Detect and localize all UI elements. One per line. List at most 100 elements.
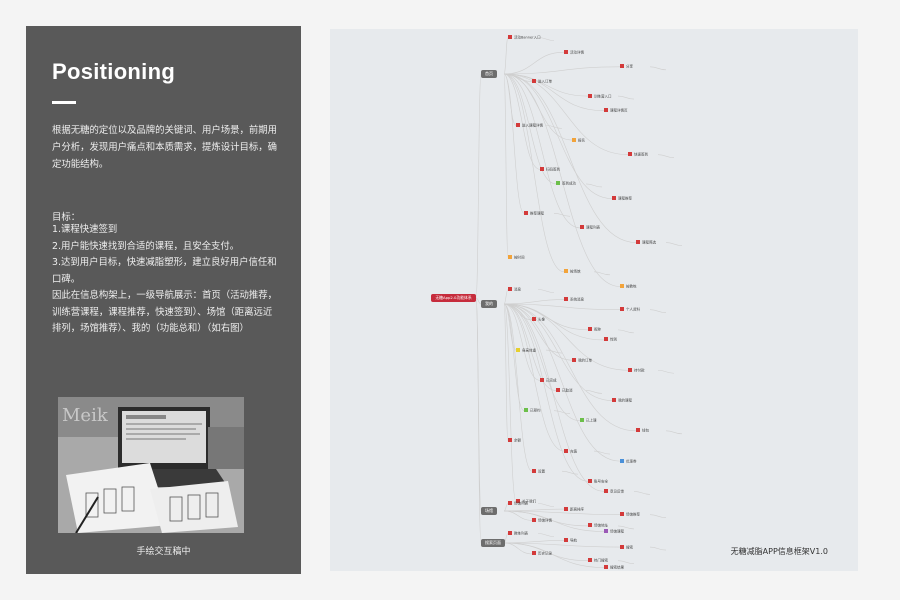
hub-mine: 我的 xyxy=(481,300,497,308)
mindmap-node: 快速签到 xyxy=(628,152,648,158)
node-label: 待付款 xyxy=(634,368,645,372)
mindmap-node: 按教练 xyxy=(620,284,637,290)
node-color-marker xyxy=(612,398,616,402)
mindmap-node: 账号安全 xyxy=(588,479,608,485)
page-title: Positioning xyxy=(52,59,175,85)
node-label: 身高体重 xyxy=(522,348,536,352)
positioning-panel: Positioning 根据无糖的定位以及品牌的关键词、用户场景，前期用户分析，… xyxy=(26,26,301,574)
mindmap-node: 扫码签到 xyxy=(540,167,560,173)
hub-venue: 场馆 xyxy=(481,507,497,515)
mindmap-node: 已完成 xyxy=(540,378,557,384)
node-color-marker xyxy=(604,337,608,341)
mindmap-node: 报名 xyxy=(572,138,585,144)
node-label: 已取消 xyxy=(562,388,573,392)
node-color-marker xyxy=(580,418,584,422)
node-color-marker xyxy=(580,225,584,229)
goal-item: 因此在信息构架上，一级导航展示：首页（活动推荐，训练营课程，课程推荐，快速签到）… xyxy=(52,288,277,338)
mindmap-caption: 无糖减脂APP信息框架V1.0 xyxy=(731,546,828,557)
mindmap-node: 课程筛选 xyxy=(636,240,656,246)
node-label: 按场馆 xyxy=(570,270,581,274)
mindmap-node: 充值 xyxy=(564,449,577,455)
node-color-marker xyxy=(564,449,568,453)
mindmap-node: 优惠券 xyxy=(620,459,637,465)
node-label: 已完成 xyxy=(546,378,557,382)
node-label: 搜索结果 xyxy=(610,566,624,570)
node-color-marker xyxy=(604,489,608,493)
mindmap-root: 无糖App2.0功能体系 xyxy=(431,294,476,302)
node-color-marker xyxy=(620,512,624,516)
mindmap-node: 余额 xyxy=(508,438,521,444)
mindmap-panel: 无糖App2.0功能体系 首页 我的 场馆 搜索页面 活动Banner入口活动详… xyxy=(330,29,858,571)
mindmap-node: 训练营入口 xyxy=(588,94,612,100)
node-label: 场馆列表 xyxy=(514,502,528,506)
node-color-marker xyxy=(604,529,608,533)
node-label: 按教练 xyxy=(626,285,637,289)
node-color-marker xyxy=(532,79,536,83)
node-color-marker xyxy=(620,459,624,463)
mindmap-node: 历史记录 xyxy=(532,551,552,557)
node-label: 头像 xyxy=(538,318,545,322)
photo-caption: 手绘交互稿中 xyxy=(26,544,301,557)
node-label: 场馆推荐 xyxy=(626,513,640,517)
mindmap-node: 消息 xyxy=(508,287,521,293)
node-label: 进入课程详情 xyxy=(522,123,543,127)
node-label: 已上课 xyxy=(586,419,597,423)
node-color-marker xyxy=(556,181,560,185)
mindmap-node: 我的订单 xyxy=(572,358,592,364)
node-label: 活动详情 xyxy=(570,50,584,54)
node-color-marker xyxy=(572,138,576,142)
node-color-marker xyxy=(620,545,624,549)
node-color-marker xyxy=(508,531,512,535)
mindmap-node: 昵称 xyxy=(588,327,601,333)
node-color-marker xyxy=(636,240,640,244)
mindmap-node: 场馆课程 xyxy=(604,529,624,535)
mindmap-node: 签到成功 xyxy=(556,181,576,187)
mindmap-node: 搜索 xyxy=(620,545,633,551)
mindmap-node: 教练列表 xyxy=(508,531,528,537)
mindmap-connectors xyxy=(330,29,858,571)
mindmap-node: 课程详情页 xyxy=(604,108,628,114)
node-label: 课程推荐 xyxy=(618,197,632,201)
mindmap-node: 已取消 xyxy=(556,388,573,394)
goal-item: 3.达到用户目标，快速减脂塑形，建立良好用户信任和口碑。 xyxy=(52,255,277,288)
mindmap-node: 热门搜索 xyxy=(588,558,608,564)
node-color-marker xyxy=(620,64,624,68)
mindmap-node: 推荐课程 xyxy=(524,211,544,217)
node-label: 课程详情页 xyxy=(610,109,628,113)
node-label: 充值 xyxy=(570,449,577,453)
node-label: 签到成功 xyxy=(562,182,576,186)
node-color-marker xyxy=(612,196,616,200)
node-label: 扫码签到 xyxy=(546,167,560,171)
mindmap-node: 按场馆 xyxy=(564,269,581,275)
mindmap-node: 分享 xyxy=(620,64,633,70)
mindmap-node: 头像 xyxy=(532,317,545,323)
node-label: 已预约 xyxy=(530,409,541,413)
node-label: 搜索 xyxy=(626,545,633,549)
mindmap-node: 导航 xyxy=(564,538,577,544)
node-label: 个人资料 xyxy=(626,308,640,312)
node-label: 教练列表 xyxy=(514,532,528,536)
goals-heading: 目标： xyxy=(52,209,80,223)
goals-list: 1.课程快速签到 2.用户能快速找到合适的课程，且安全支付。 3.达到用户目标，… xyxy=(52,222,277,338)
node-color-marker xyxy=(508,501,512,505)
mindmap-node: 场馆详情 xyxy=(532,518,552,524)
sketch-photo: Meik xyxy=(58,397,244,533)
node-color-marker xyxy=(564,269,568,273)
node-label: 课程列表 xyxy=(586,226,600,230)
node-label: 进入订单 xyxy=(538,79,552,83)
node-color-marker xyxy=(516,123,520,127)
node-color-marker xyxy=(564,538,568,542)
mindmap-node: 场馆推荐 xyxy=(620,512,640,518)
node-color-marker xyxy=(588,94,592,98)
node-label: 性别 xyxy=(610,338,617,342)
mindmap-node: 身高体重 xyxy=(516,348,536,354)
node-color-marker xyxy=(636,428,640,432)
node-label: 场馆地址 xyxy=(594,524,608,528)
mindmap-node: 性别 xyxy=(604,337,617,343)
node-color-marker xyxy=(588,558,592,562)
mindmap-node: 系统消息 xyxy=(564,297,584,303)
hub-home: 首页 xyxy=(481,70,497,78)
node-label: 按时间 xyxy=(514,255,525,259)
node-label: 热门搜索 xyxy=(594,559,608,563)
mindmap-node: 钱包 xyxy=(636,428,649,434)
